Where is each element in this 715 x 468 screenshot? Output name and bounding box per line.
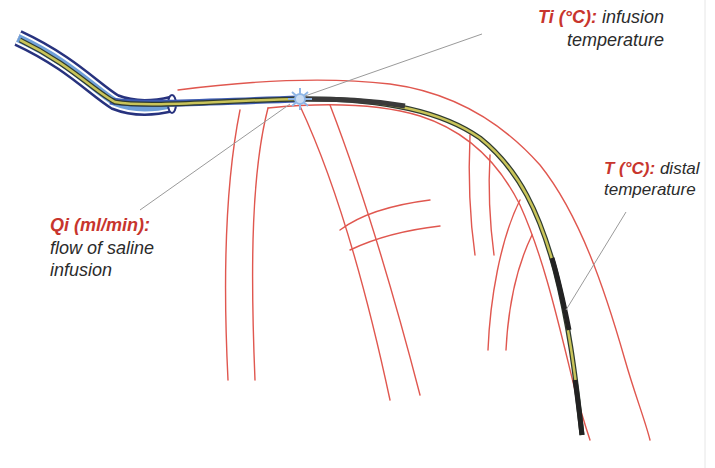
parameter-symbol: T (°C): bbox=[604, 159, 655, 178]
vessel-wall bbox=[178, 80, 650, 440]
branch-wall bbox=[506, 235, 532, 350]
infusion-port bbox=[288, 88, 312, 110]
branch-wall bbox=[350, 226, 440, 250]
branch-wall bbox=[253, 108, 268, 380]
branch-wall bbox=[488, 200, 520, 350]
leader-line bbox=[140, 34, 626, 310]
callout-label: T (°C): distal temperature bbox=[604, 158, 708, 201]
guidewire bbox=[20, 40, 582, 435]
parameter-symbol: Ti (°C): bbox=[538, 7, 597, 27]
callout-label: Qi (ml/min):flow of saline infusion bbox=[50, 214, 180, 282]
branch-wall bbox=[300, 106, 390, 400]
parameter-symbol: Qi (ml/min): bbox=[50, 214, 180, 237]
callout-label: Ti (°C): infusion temperature bbox=[486, 6, 664, 51]
branch-wall bbox=[469, 135, 475, 255]
branch-wall bbox=[330, 105, 420, 395]
branch-wall bbox=[489, 155, 494, 255]
branch-wall bbox=[340, 200, 430, 230]
coronary-artery bbox=[178, 80, 650, 440]
parameter-description: flow of saline infusion bbox=[50, 238, 154, 281]
branch-wall bbox=[226, 110, 240, 380]
vessel-wall bbox=[268, 105, 590, 440]
frame-edge bbox=[705, 0, 706, 468]
